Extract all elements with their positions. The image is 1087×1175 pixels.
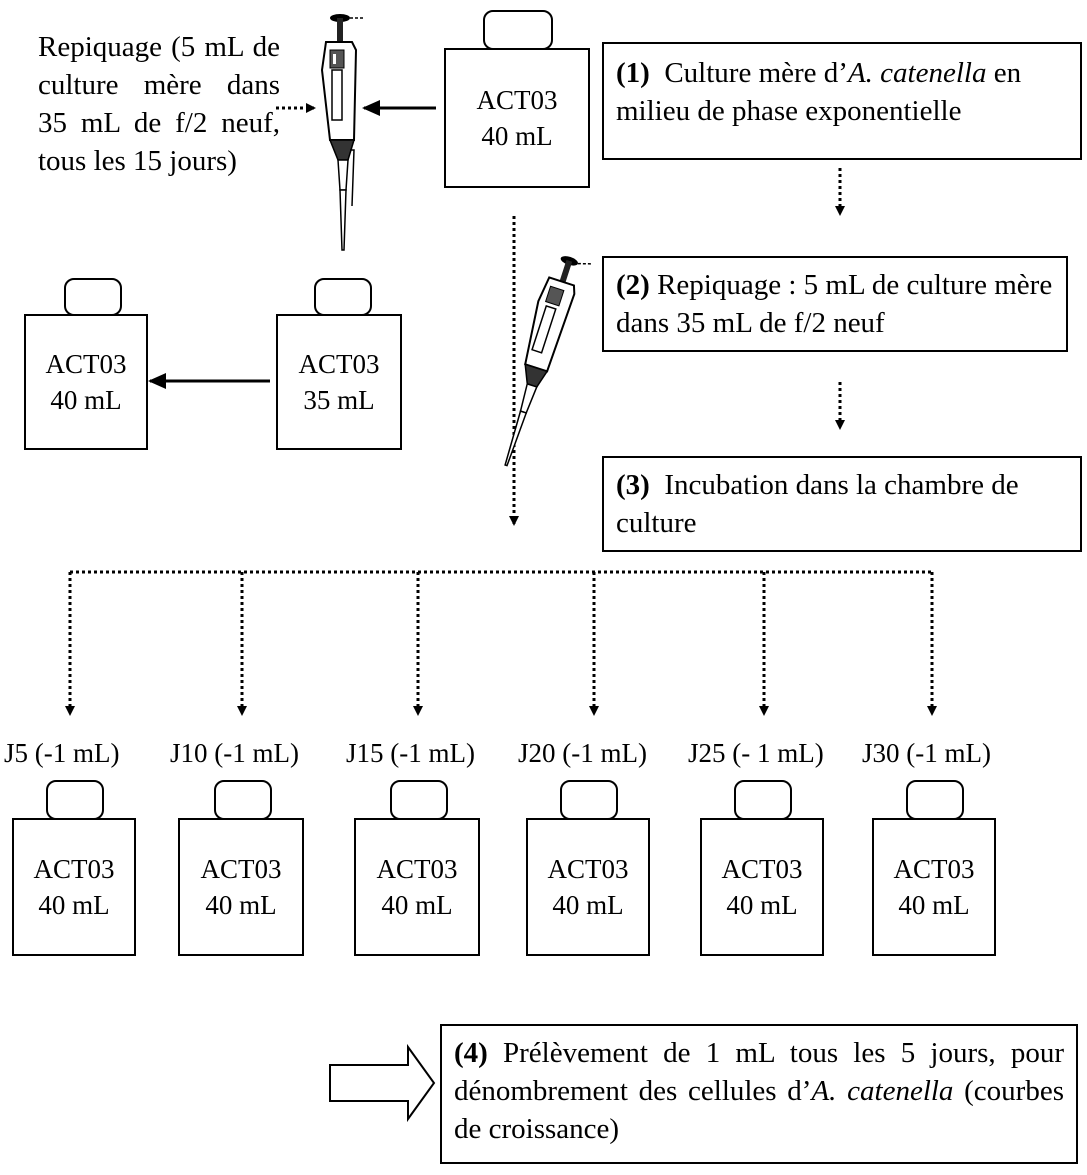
block-arrow-icon: [329, 1043, 436, 1123]
sample-flask-j20: ACT03 40 mL: [526, 780, 650, 956]
sample-flask-j5: ACT03 40 mL: [12, 780, 136, 956]
bottle-cap-icon: [906, 780, 964, 820]
pipette-icon: [320, 14, 364, 251]
step-3-box: (3) Incubation dans la chambre de cultur…: [602, 456, 1082, 552]
step-text: (courbes de croissance): [454, 1075, 1064, 1145]
step-number: (1): [616, 57, 650, 89]
sample-flask-j25: ACT03 40 mL: [700, 780, 824, 956]
bottle-cap-icon: [560, 780, 618, 820]
flask-volume: 40 mL: [38, 890, 110, 920]
flask-volume: 40 mL: [381, 890, 453, 920]
sample-flask-j15: ACT03 40 mL: [354, 780, 480, 956]
flask-code: ACT03: [721, 854, 803, 884]
bottle-cap-icon: [214, 780, 272, 820]
flask-volume: 40 mL: [552, 890, 624, 920]
step-4-box: (4) Prélèvement de 1 mL tous les 5 jours…: [440, 1024, 1078, 1164]
sample-flask-j10: ACT03 40 mL: [178, 780, 304, 956]
species-name: A. catenella: [811, 1075, 954, 1107]
flask-volume: 40 mL: [481, 121, 553, 151]
step-text: Culture mère d’: [664, 57, 848, 89]
step-number: (3): [616, 469, 650, 501]
sample-flask-j30: ACT03 40 mL: [872, 780, 996, 956]
step-text: Prélèvement de 1 mL tous les 5 jours, po…: [454, 1037, 1064, 1107]
sample-day-label: J10 (-1 mL): [170, 738, 299, 768]
flask-code: ACT03: [547, 854, 629, 884]
flask-volume: 35 mL: [303, 385, 375, 415]
intro-text: Repiquage (5 mL de culture mère dans 35 …: [38, 31, 280, 177]
flask-code: ACT03: [376, 854, 458, 884]
sample-day-label: J15 (-1 mL): [346, 738, 475, 768]
flask-code: ACT03: [33, 854, 115, 884]
step-number: (4): [454, 1037, 488, 1069]
flask-volume: 40 mL: [205, 890, 277, 920]
flask-code: ACT03: [476, 85, 558, 115]
sample-day-label: J30 (-1 mL): [862, 738, 991, 768]
step-1-box: (1) Culture mère d’A. catenella en milie…: [602, 42, 1082, 160]
sample-day-label: J25 (- 1 mL): [688, 738, 824, 768]
species-name: A. catenella: [847, 57, 987, 89]
step-text: en milieu de phase exponentielle: [616, 57, 1022, 127]
mid-flask: ACT03 35 mL: [276, 278, 402, 450]
step-text: Incubation dans la chambre de culture: [616, 469, 1019, 539]
bottle-cap-icon: [734, 780, 792, 820]
step-number: (2): [616, 269, 650, 301]
top-flask: ACT03 40 mL: [444, 10, 590, 188]
flask-code: ACT03: [200, 854, 282, 884]
step-text: Repiquage : 5 mL de culture mère dans 35…: [616, 269, 1053, 339]
flask-volume: 40 mL: [726, 890, 798, 920]
bottle-cap-icon: [46, 780, 104, 820]
step-2-box: (2) Repiquage : 5 mL de culture mère dan…: [602, 256, 1068, 352]
flask-volume: 40 mL: [50, 385, 122, 415]
flask-volume: 40 mL: [898, 890, 970, 920]
bottle-cap-icon: [314, 278, 372, 316]
sample-day-label: J5 (-1 mL): [4, 738, 120, 768]
flask-code: ACT03: [45, 349, 127, 379]
bottle-cap-icon: [64, 278, 122, 316]
bottle-cap-icon: [483, 10, 553, 50]
pipette-icon: [504, 256, 592, 467]
bottle-cap-icon: [390, 780, 448, 820]
sample-day-label: J20 (-1 mL): [518, 738, 647, 768]
left-flask: ACT03 40 mL: [24, 278, 148, 450]
flask-code: ACT03: [893, 854, 975, 884]
flask-code: ACT03: [298, 349, 380, 379]
